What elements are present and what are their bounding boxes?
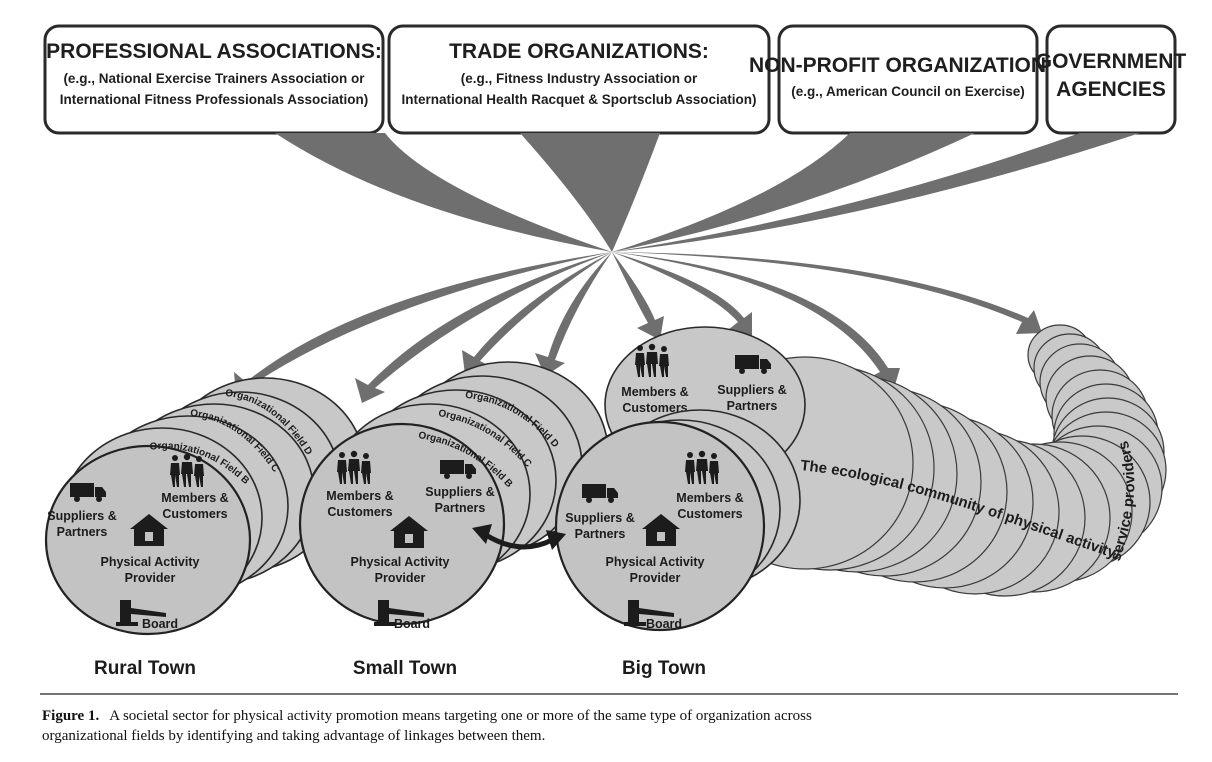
members-label: Members & xyxy=(326,489,393,503)
partners-label: Partners xyxy=(435,501,486,515)
box-title: GOVERNMENT xyxy=(1036,50,1187,73)
box-title-line2: AGENCIES xyxy=(1056,78,1166,101)
box-title: NON-PROFIT ORGANIZATIONS: xyxy=(749,54,1067,77)
rural-town-label: Rural Town xyxy=(94,658,196,679)
box-example: (e.g., American Council on Exercise) xyxy=(791,84,1025,99)
board-label: Board xyxy=(646,617,682,631)
arrow-to-small-back xyxy=(535,252,612,376)
trade-organizations-box: TRADE ORGANIZATIONS: (e.g., Fitness Indu… xyxy=(387,24,771,135)
box-title: PROFESSIONAL ASSOCIATIONS: xyxy=(46,40,382,63)
partners-label: Partners xyxy=(575,527,626,541)
suppliers-label: Suppliers & xyxy=(425,485,494,499)
box-example: (e.g., National Exercise Trainers Associ… xyxy=(63,71,365,86)
professional-associations-box: PROFESSIONAL ASSOCIATIONS: (e.g., Nation… xyxy=(43,24,385,135)
non-profit-organizations-box: NON-PROFIT ORGANIZATIONS: (e.g., America… xyxy=(749,24,1067,135)
funnel-nonprofit xyxy=(612,133,975,252)
box-example: International Fitness Professionals Asso… xyxy=(60,92,369,107)
funnel-trade xyxy=(520,133,660,252)
customers-label: Customers xyxy=(162,507,227,521)
provider-label-line2: Provider xyxy=(375,571,426,585)
ecological-community-tail xyxy=(696,324,1167,597)
rural-town-stack: Organizational Field B Organizational Fi… xyxy=(44,377,366,679)
funnel-government xyxy=(612,133,1140,252)
caption-label: Figure 1. xyxy=(42,708,99,724)
arrow-to-big-suppliers xyxy=(612,252,752,336)
small-town-label: Small Town xyxy=(353,658,457,679)
arrow-to-small-mid xyxy=(462,252,612,375)
provider-label-line2: Provider xyxy=(125,571,176,585)
customers-label: Customers xyxy=(677,507,742,521)
funnel-professional xyxy=(275,133,612,252)
partners-label: Partners xyxy=(57,525,108,539)
provider-label: Physical Activity xyxy=(606,555,705,569)
caption-line1: A societal sector for physical activity … xyxy=(109,708,812,724)
suppliers-label: Suppliers & xyxy=(565,511,634,525)
incoming-funnels xyxy=(275,133,1140,252)
board-label: Board xyxy=(394,617,430,631)
box-example: (e.g., Fitness Industry Association or xyxy=(461,71,698,86)
caption-line2: organizational fields by identifying and… xyxy=(42,728,545,744)
government-agencies-box: GOVERNMENT AGENCIES xyxy=(1036,24,1187,135)
big-town-label: Big Town xyxy=(622,658,706,679)
provider-label: Physical Activity xyxy=(351,555,450,569)
board-label: Board xyxy=(142,617,178,631)
members-label: Members & xyxy=(676,491,743,505)
figure-caption: Figure 1. A societal sector for physical… xyxy=(42,707,812,724)
suppliers-label: Suppliers & xyxy=(717,383,786,397)
small-town-stack: Organizational Field B Organizational Fi… xyxy=(298,361,609,679)
big-town-stack: Members & Customers Suppliers & Partners… xyxy=(554,326,806,679)
provider-label: Physical Activity xyxy=(101,555,200,569)
box-title: TRADE ORGANIZATIONS: xyxy=(449,40,709,63)
suppliers-label: Suppliers & xyxy=(47,509,116,523)
partners-label: Partners xyxy=(727,399,778,413)
linkage-double-arrow xyxy=(472,524,566,550)
members-label: Members & xyxy=(161,491,228,505)
box-example: International Health Racquet & Sportsclu… xyxy=(401,92,756,107)
arrow-to-big-back xyxy=(612,252,664,340)
members-label: Members & xyxy=(621,385,688,399)
customers-label: Customers xyxy=(327,505,392,519)
arrow-to-ecological-community xyxy=(612,252,1042,334)
provider-label-line2: Provider xyxy=(630,571,681,585)
customers-label: Customers xyxy=(622,401,687,415)
